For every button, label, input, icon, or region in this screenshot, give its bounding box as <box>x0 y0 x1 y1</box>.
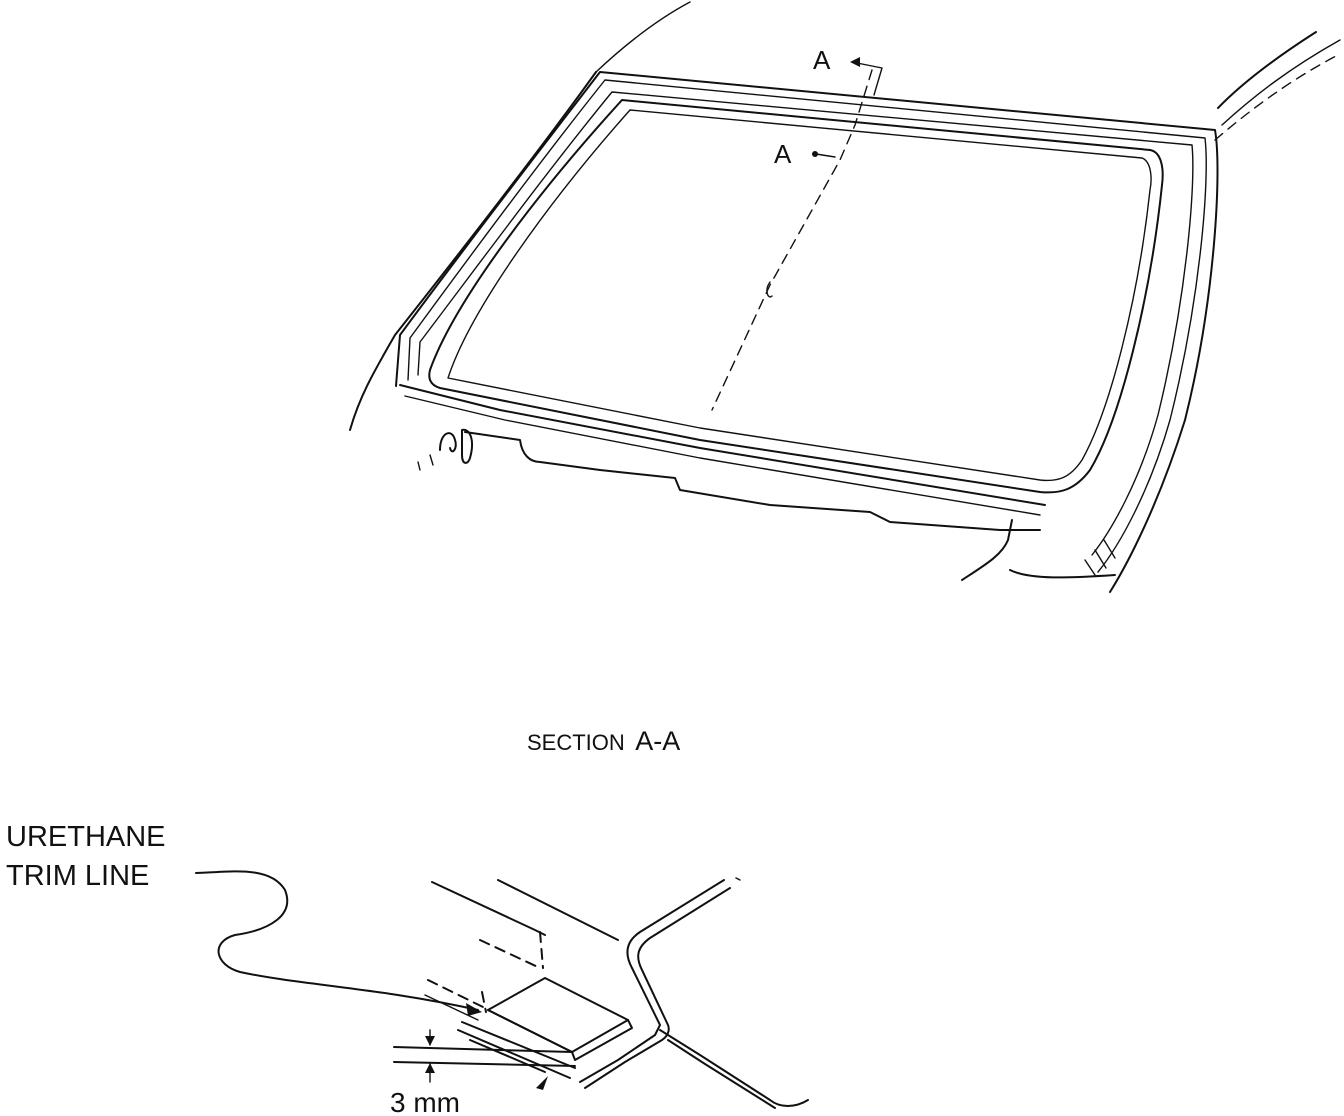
section-title-word: SECTION <box>527 730 625 755</box>
right-roof-rail-inner <box>1221 39 1341 126</box>
cowl-vent-hook-right <box>461 428 473 464</box>
section-title-id: A-A <box>635 726 680 756</box>
cowl-molding-upper <box>399 384 1046 506</box>
glass-lower-line-2 <box>457 1029 571 1079</box>
dimension-arrowhead-upper <box>425 1036 435 1046</box>
dimension-line-lower <box>393 1061 576 1067</box>
glass-center-clip <box>766 281 773 298</box>
section-cut-line <box>711 69 873 411</box>
urethane-leader-line <box>195 870 479 1011</box>
section-cut-arrow-bottom <box>815 153 836 158</box>
section-cut-arrowhead-top <box>850 57 860 67</box>
section-cut-end-mark <box>735 877 741 881</box>
cowl-left-stub <box>417 454 434 471</box>
section-cut-dot-bottom <box>812 151 818 157</box>
section-marker-bottom-label: A <box>774 139 792 169</box>
dimension-line-upper <box>393 1046 573 1053</box>
section-cut-arrow-top <box>851 61 883 96</box>
windshield-glass-inner <box>447 109 1152 482</box>
section-marker-top-label: A <box>813 45 831 75</box>
glass-edge-slant <box>424 994 479 1021</box>
callout-trim-line-label: TRIM LINE <box>6 860 149 892</box>
dimension-arrowhead-lower <box>425 1063 435 1073</box>
glass-edge-dashed <box>427 939 541 1009</box>
a-pillar-outer-left <box>349 71 597 431</box>
urethane-leader-arrowhead <box>466 1003 482 1016</box>
urethane-bead-side <box>487 1009 573 1053</box>
glass-upper-edge <box>431 881 546 936</box>
right-roof-rail-dash <box>1214 54 1339 141</box>
section-title: SECTION A-A <box>527 726 680 756</box>
dimension-label: 3 mm <box>390 1087 460 1116</box>
body-flange-inner <box>584 887 776 1109</box>
hood-line-right <box>1009 569 1116 579</box>
glass-edge-vertical <box>481 931 544 1013</box>
cowl-panel-edge <box>464 431 1041 531</box>
right-roof-rail-outer <box>1217 31 1317 109</box>
glass-upper-edge-2 <box>497 879 619 941</box>
urethane-bead-front <box>571 1019 633 1061</box>
cowl-vent-hook-left <box>439 432 457 453</box>
body-flange-outer <box>579 879 809 1107</box>
bead-pointer-arrow <box>536 1076 548 1090</box>
windshield-glass-edge <box>428 99 1164 494</box>
section-a-a-detail: URETHANE TRIM LINE 3 mm <box>6 821 809 1116</box>
glass-lower-line-3 <box>469 1039 546 1073</box>
windshield-frame-line-3 <box>417 91 1194 556</box>
callout-urethane-label: URETHANE <box>6 821 166 853</box>
windshield-frame-outer <box>395 71 1219 593</box>
cowl-molding-lower <box>404 395 1041 516</box>
glass-lower-line-1 <box>461 1021 576 1069</box>
windshield-frame-line-2 <box>407 79 1207 573</box>
roof-edge-line <box>595 1 691 73</box>
windshield-perspective-view: A A <box>349 1 1341 593</box>
right-pillar-lower-dash <box>1084 539 1116 576</box>
fender-line-right <box>961 519 1013 581</box>
